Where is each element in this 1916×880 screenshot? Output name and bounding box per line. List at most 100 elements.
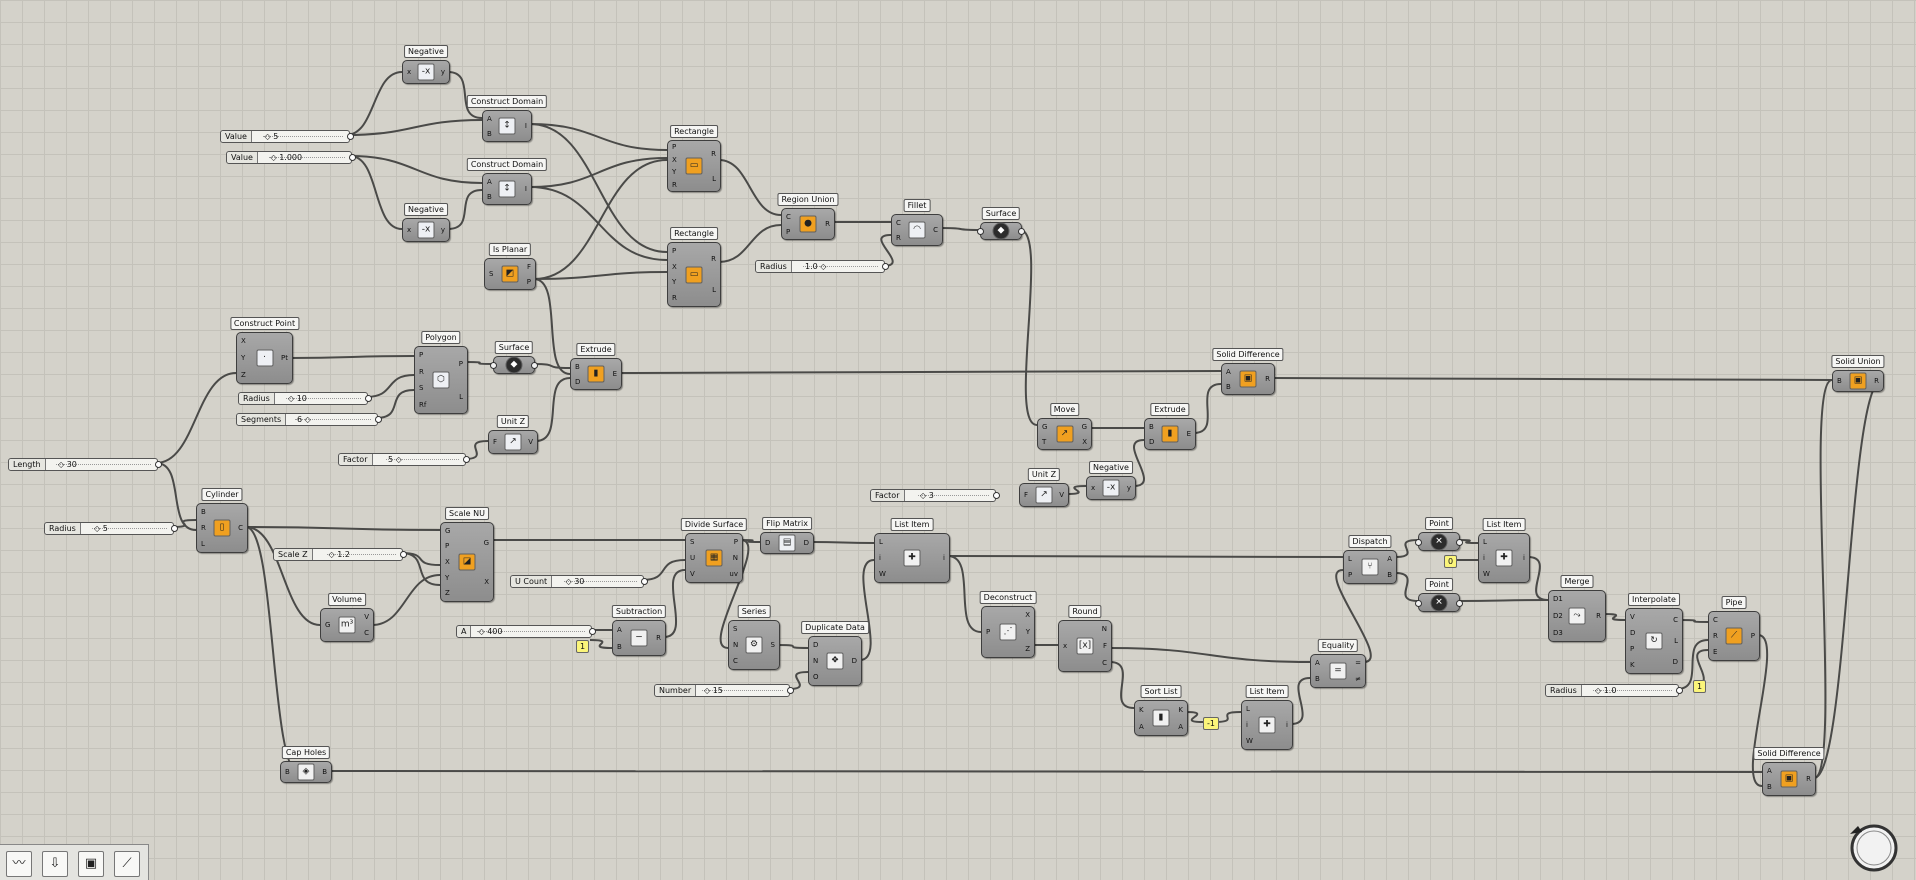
output-port[interactable]: ≠ bbox=[1355, 675, 1361, 683]
input-port[interactable]: B bbox=[575, 362, 580, 371]
input-port[interactable]: D bbox=[1630, 629, 1636, 637]
panel[interactable]: 1 bbox=[1693, 680, 1707, 693]
input-port[interactable]: K bbox=[1139, 705, 1144, 714]
slider-output-grip[interactable] bbox=[365, 395, 372, 402]
slider-track[interactable] bbox=[262, 136, 343, 137]
number-slider[interactable]: Factor◇ 3 bbox=[870, 489, 1000, 502]
input-port[interactable]: B bbox=[201, 508, 206, 516]
draw-icon[interactable]: ⟋ bbox=[114, 851, 140, 877]
input-port[interactable]: A bbox=[1139, 722, 1144, 731]
input-port[interactable]: i bbox=[879, 554, 881, 562]
output-port[interactable]: I bbox=[524, 185, 527, 193]
input-port[interactable]: A bbox=[617, 625, 622, 634]
output-port[interactable]: C bbox=[1673, 615, 1678, 624]
output-port[interactable]: P bbox=[458, 359, 463, 368]
slider-track[interactable] bbox=[92, 528, 167, 529]
input-port[interactable]: P bbox=[672, 246, 677, 255]
output-port[interactable]: B bbox=[1387, 571, 1392, 579]
output-port[interactable]: P bbox=[733, 538, 738, 546]
input-port[interactable]: X bbox=[445, 558, 450, 566]
slider-track[interactable] bbox=[803, 266, 878, 267]
grasshopper-icon[interactable]: 〰 bbox=[6, 851, 32, 877]
input-port[interactable]: B bbox=[487, 129, 492, 138]
output-port[interactable]: y bbox=[1126, 484, 1131, 492]
output-port[interactable]: L bbox=[712, 286, 716, 295]
output-port[interactable]: C bbox=[364, 629, 369, 637]
output-port[interactable]: N bbox=[732, 554, 738, 562]
input-port[interactable]: Y bbox=[672, 168, 677, 177]
output-port[interactable]: R bbox=[825, 220, 830, 228]
input-port[interactable]: B bbox=[1149, 422, 1154, 431]
output-port[interactable]: y bbox=[440, 226, 445, 234]
input-port[interactable]: A bbox=[487, 114, 492, 123]
input-port[interactable]: L bbox=[1246, 705, 1250, 713]
panel[interactable]: 0 bbox=[1444, 555, 1458, 568]
output-port[interactable]: A bbox=[1178, 722, 1183, 731]
output-port[interactable]: y bbox=[440, 68, 445, 76]
input-port[interactable]: X bbox=[672, 262, 677, 271]
slider-output-grip[interactable] bbox=[400, 551, 407, 558]
output-port[interactable]: L bbox=[712, 174, 716, 183]
slider-track[interactable] bbox=[56, 464, 151, 465]
number-slider[interactable]: Radius◇ 10 bbox=[238, 392, 372, 405]
input-port[interactable]: A bbox=[1767, 767, 1772, 775]
slider-track[interactable] bbox=[563, 581, 637, 582]
slider-output-grip[interactable] bbox=[1676, 687, 1683, 694]
slider-output-grip[interactable] bbox=[155, 461, 162, 468]
input-port[interactable]: L bbox=[879, 538, 883, 546]
input-port[interactable]: V bbox=[1630, 613, 1635, 621]
output-port[interactable]: A bbox=[1387, 555, 1392, 563]
slider-track[interactable] bbox=[326, 554, 396, 555]
slider-track[interactable] bbox=[918, 495, 989, 496]
input-port[interactable]: P bbox=[419, 351, 424, 360]
input-port[interactable]: E bbox=[1713, 648, 1718, 656]
number-slider[interactable]: Number◇ 15 bbox=[654, 684, 794, 697]
input-port[interactable]: D1 bbox=[1553, 595, 1563, 604]
input-port[interactable]: x bbox=[407, 226, 412, 234]
navigation-compass-icon[interactable] bbox=[1842, 816, 1902, 876]
input-port[interactable]: X bbox=[672, 155, 677, 164]
input-port[interactable]: S bbox=[690, 538, 695, 546]
output-port[interactable]: C bbox=[1102, 658, 1107, 667]
slider-track[interactable] bbox=[268, 157, 345, 158]
input-grip[interactable] bbox=[1415, 538, 1422, 546]
output-port[interactable]: E bbox=[612, 370, 617, 378]
output-port[interactable]: Pt bbox=[281, 354, 288, 362]
input-port[interactable]: B bbox=[1315, 675, 1320, 683]
number-slider[interactable]: Radius◇ 5 bbox=[44, 522, 178, 535]
slider-output-grip[interactable] bbox=[882, 263, 889, 270]
input-port[interactable]: F bbox=[493, 438, 498, 446]
output-port[interactable]: P bbox=[526, 277, 531, 286]
input-port[interactable]: L bbox=[1483, 538, 1487, 546]
number-slider[interactable]: Value◇ 1.000 bbox=[226, 151, 356, 164]
output-port[interactable]: C bbox=[238, 524, 243, 532]
input-port[interactable]: P bbox=[986, 628, 991, 636]
output-port[interactable]: X bbox=[484, 577, 489, 586]
input-port[interactable]: i bbox=[1246, 721, 1248, 729]
input-port[interactable]: B bbox=[1226, 382, 1231, 391]
output-port[interactable]: V bbox=[528, 438, 533, 446]
input-port[interactable]: D bbox=[813, 641, 819, 649]
slider-output-grip[interactable] bbox=[641, 578, 648, 585]
input-port[interactable]: Z bbox=[445, 589, 450, 598]
input-port[interactable]: L bbox=[201, 540, 205, 548]
